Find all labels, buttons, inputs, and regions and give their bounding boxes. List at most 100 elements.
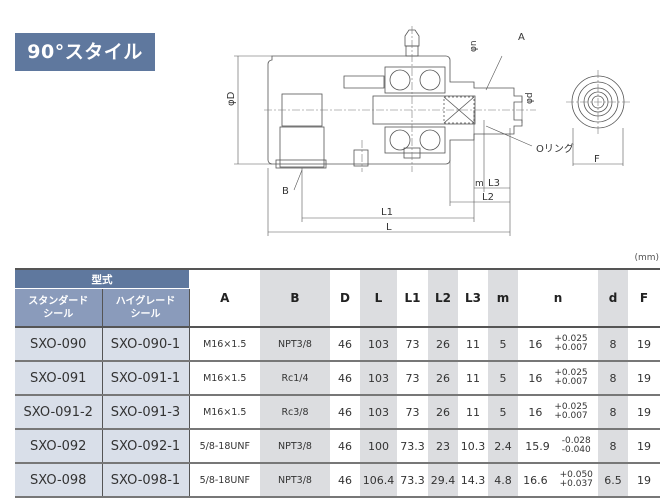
unit-label: (mm) — [634, 253, 659, 263]
cell-m: 5 — [488, 395, 518, 430]
cell-standard: SXO-098 — [15, 463, 103, 498]
header-L3: L3 — [458, 268, 488, 328]
cell-L: 103 — [360, 395, 397, 430]
cell-L2: 23 — [428, 429, 458, 464]
table-row: SXO-092 SXO-092-1 5/8-18UNF NPT3/8 46 10… — [15, 429, 660, 464]
cell-n: 16+0.025+0.007 — [518, 327, 598, 362]
cell-B: Rc3/8 — [260, 395, 330, 430]
svg-text:φd: φd — [525, 92, 535, 104]
cell-D: 46 — [330, 361, 360, 396]
cell-D: 46 — [330, 429, 360, 464]
cell-n: 16+0.025+0.007 — [518, 361, 598, 396]
cell-L: 103 — [360, 361, 397, 396]
cell-L1: 73.3 — [397, 429, 428, 464]
cell-n: 15.9-0.028-0.040 — [518, 429, 598, 464]
cell-D: 46 — [330, 327, 360, 362]
cell-m: 5 — [488, 327, 518, 362]
svg-text:m: m — [475, 179, 484, 189]
label-phi-D: φD — [226, 91, 237, 106]
cell-standard: SXO-092 — [15, 429, 103, 464]
svg-text:A: A — [518, 32, 525, 43]
cell-m: 4.8 — [488, 463, 518, 498]
header-highgrade-seal: ハイグレードシール — [102, 288, 190, 328]
header-L2: L2 — [428, 268, 458, 328]
cell-B: NPT3/8 — [260, 327, 330, 362]
header-m: m — [488, 268, 518, 328]
svg-text:L2: L2 — [482, 192, 494, 203]
cell-standard: SXO-091-2 — [15, 395, 103, 430]
cell-L2: 26 — [428, 361, 458, 396]
header-L1: L1 — [397, 268, 428, 328]
cell-highgrade: SXO-098-1 — [102, 463, 190, 498]
cell-highgrade: SXO-092-1 — [102, 429, 190, 464]
svg-text:B: B — [282, 186, 289, 197]
cell-L3: 11 — [458, 395, 488, 430]
header-L: L — [360, 268, 397, 328]
header-D: D — [330, 268, 360, 328]
cell-L: 106.4 — [360, 463, 397, 498]
cell-highgrade: SXO-091-1 — [102, 361, 190, 396]
cell-L2: 29.4 — [428, 463, 458, 498]
cell-F: 19 — [628, 463, 660, 498]
table-row: SXO-091 SXO-091-1 M16×1.5 Rc1/4 46 103 7… — [15, 361, 660, 396]
cell-n: 16+0.025+0.007 — [518, 395, 598, 430]
cell-B: NPT3/8 — [260, 463, 330, 498]
cell-d: 8 — [598, 327, 628, 362]
cell-D: 46 — [330, 463, 360, 498]
cell-L1: 73 — [397, 395, 428, 430]
cell-standard: SXO-090 — [15, 327, 103, 362]
cell-D: 46 — [330, 395, 360, 430]
svg-text:φn: φn — [469, 40, 479, 52]
cell-L1: 73 — [397, 361, 428, 396]
header-d: d — [598, 268, 628, 328]
cell-A: 5/8-18UNF — [189, 429, 260, 464]
header-B: B — [260, 268, 330, 328]
cell-A: 5/8-18UNF — [189, 463, 260, 498]
cell-A: M16×1.5 — [189, 361, 260, 396]
technical-drawing: φD φn φd A B Oリング F m L3 L2 L1 L — [226, 26, 630, 236]
cell-n: 16.6+0.050+0.037 — [518, 463, 598, 498]
cell-L2: 26 — [428, 327, 458, 362]
cell-L3: 10.3 — [458, 429, 488, 464]
cell-L1: 73 — [397, 327, 428, 362]
cell-F: 19 — [628, 361, 660, 396]
cell-highgrade: SXO-090-1 — [102, 327, 190, 362]
table-row: SXO-091-2 SXO-091-3 M16×1.5 Rc3/8 46 103… — [15, 395, 660, 430]
cell-F: 19 — [628, 395, 660, 430]
cell-standard: SXO-091 — [15, 361, 103, 396]
header-model-group: 型式 — [15, 268, 189, 289]
svg-text:L: L — [386, 222, 392, 233]
section-title: 90°スタイル — [15, 33, 155, 71]
specification-table: 型式 A B D L L1 L2 L3 m n d F スタンダードシール ハイ… — [15, 268, 660, 498]
cell-L3: 11 — [458, 327, 488, 362]
cell-d: 8 — [598, 429, 628, 464]
cell-L: 100 — [360, 429, 397, 464]
cell-A: M16×1.5 — [189, 395, 260, 430]
header-A: A — [189, 268, 260, 328]
cell-m: 5 — [488, 361, 518, 396]
svg-text:L1: L1 — [381, 207, 393, 218]
cell-m: 2.4 — [488, 429, 518, 464]
cell-L2: 26 — [428, 395, 458, 430]
cell-highgrade: SXO-091-3 — [102, 395, 190, 430]
cell-B: NPT3/8 — [260, 429, 330, 464]
svg-text:L3: L3 — [488, 178, 500, 189]
table-row: SXO-090 SXO-090-1 M16×1.5 NPT3/8 46 103 … — [15, 327, 660, 362]
cell-B: Rc1/4 — [260, 361, 330, 396]
header-F: F — [628, 268, 660, 328]
cell-L3: 11 — [458, 361, 488, 396]
svg-text:Oリング: Oリング — [536, 142, 574, 155]
cell-L3: 14.3 — [458, 463, 488, 498]
cell-F: 19 — [628, 327, 660, 362]
header-standard-seal: スタンダードシール — [15, 288, 103, 328]
cell-L: 103 — [360, 327, 397, 362]
cell-d: 6.5 — [598, 463, 628, 498]
header-n: n — [518, 268, 598, 328]
cell-F: 19 — [628, 429, 660, 464]
table-row: SXO-098 SXO-098-1 5/8-18UNF NPT3/8 46 10… — [15, 463, 660, 498]
cell-d: 8 — [598, 395, 628, 430]
cell-d: 8 — [598, 361, 628, 396]
svg-text:F: F — [594, 154, 600, 165]
cell-L1: 73.3 — [397, 463, 428, 498]
cell-A: M16×1.5 — [189, 327, 260, 362]
